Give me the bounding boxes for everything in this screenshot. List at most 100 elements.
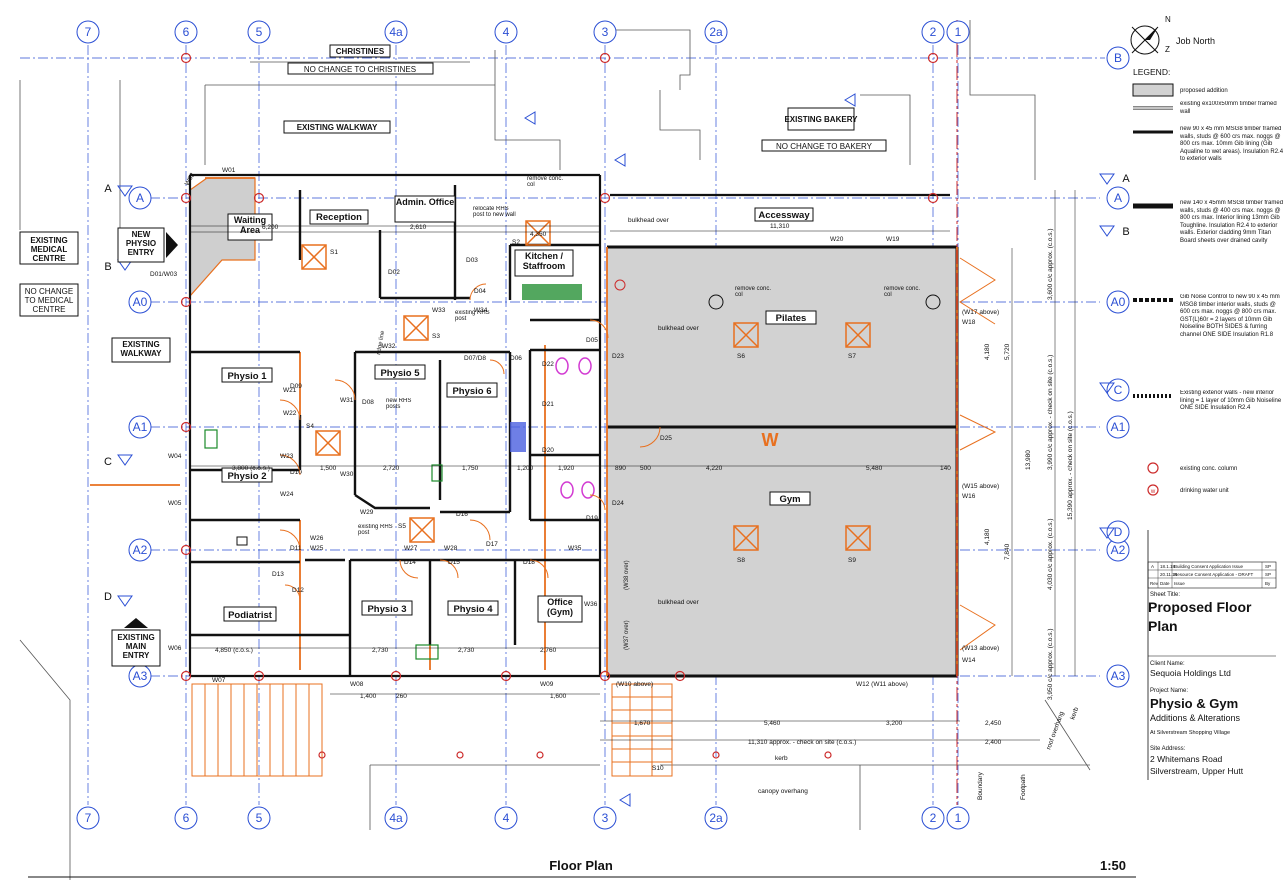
project-label: Project Name: <box>1150 688 1188 694</box>
tag-w07: W07 <box>212 677 226 684</box>
svg-text:w: w <box>1150 489 1156 495</box>
sheet-title: Proposed Floor Plan <box>1148 599 1252 634</box>
legend-item-90x45: new 90 x 45 mm MSG8 timber framed walls,… <box>1180 126 1284 162</box>
grid-col-7-top: 7 <box>85 25 92 39</box>
legend-swatch-proposed <box>1132 83 1174 97</box>
grid-row-c-right: C <box>1114 383 1123 397</box>
tag-w16: W16 <box>962 493 976 500</box>
grid-col-5-top: 5 <box>256 25 263 39</box>
tag-d07: D07/D8 <box>464 355 486 362</box>
tag-w28: W28 <box>444 545 458 552</box>
svg-text:Z: Z <box>1165 45 1170 54</box>
dimension-lines <box>190 190 1076 741</box>
tag-d17: D17 <box>486 541 498 548</box>
grid-row-a0-left: A0 <box>133 295 148 309</box>
bracing-east <box>959 257 997 651</box>
dim-2760: 2,760 <box>540 647 557 654</box>
tag-d15: D15 <box>448 559 460 566</box>
legend-item-exterior: Existing exterior walls - new interior l… <box>1180 390 1282 411</box>
entry-arrow-icon <box>166 232 178 258</box>
dim-1670: 1,670 <box>634 720 651 727</box>
row-letter-b-right: B <box>1122 226 1129 238</box>
tag-d05: D05 <box>586 337 598 344</box>
dim-1600: 1,600 <box>550 693 567 700</box>
dim-1400: 1,400 <box>360 693 377 700</box>
tag-w31: W31 <box>340 397 354 404</box>
skylights <box>301 220 871 551</box>
tag-s6: S6 <box>737 353 745 360</box>
dim-2400: 2,400 <box>985 739 1002 746</box>
room-physio6: Physio 6 <box>452 386 491 397</box>
fixtures <box>204 284 595 660</box>
grid-row-a2-left: A2 <box>133 543 148 557</box>
tag-w26: W26 <box>310 535 324 542</box>
drawing-title: Floor Plan <box>549 858 613 873</box>
tag-w15: (W15 above) <box>962 483 999 490</box>
tag-w10: (W10 above) <box>616 681 653 688</box>
tag-w17: (W17 above) <box>962 309 999 316</box>
tag-d06: D06 <box>510 355 522 362</box>
dim-3800: 3,800 (c.o.s.) <box>232 465 270 472</box>
dim-500: 500 <box>640 465 651 472</box>
tag-d14: D14 <box>404 559 416 566</box>
dim-4220: 4,220 <box>706 465 723 472</box>
room-waiting: Waiting Area <box>233 215 267 235</box>
tag-d09: D09 <box>290 383 302 390</box>
dim-2720: 2,720 <box>383 465 400 472</box>
grid-bubbles <box>76 20 1130 830</box>
legend-item-140x45: new 140 x 45mm MSG8 timber framed walls,… <box>1180 200 1284 244</box>
footer: Floor Plan 1:50 <box>28 858 1136 878</box>
concrete-columns <box>180 52 939 759</box>
dim-15390: 15,390 approx. - check on site (c.o.s.) <box>1067 411 1074 520</box>
row-letter-a-right: A <box>1122 173 1130 185</box>
new-physio-entry-label: NEW PHYSIO ENTRY <box>125 230 157 257</box>
tag-w36: W36 <box>584 601 598 608</box>
tag-d19: D19 <box>586 515 598 522</box>
dim-5720: 5,720 <box>1004 343 1011 360</box>
tag-w22: W22 <box>283 410 297 417</box>
tag-d03: D03 <box>466 257 478 264</box>
no-change-medical-label: NO CHANGE TO MEDICAL CENTRE <box>24 287 74 314</box>
grid-col-3-top: 3 <box>602 25 609 39</box>
tag-d25: D25 <box>660 435 672 442</box>
tag-w27: W27 <box>404 545 418 552</box>
column-legend-icon <box>1147 462 1159 474</box>
tag-d18: D18 <box>523 559 535 566</box>
tag-w19: W19 <box>886 236 900 243</box>
tag-w35: W35 <box>568 545 582 552</box>
rev-b-issue: Resource Consent Application - DRAFT <box>1174 572 1254 577</box>
tag-w04: W04 <box>168 453 182 460</box>
grid-col-2-bottom: 2 <box>930 811 937 825</box>
issue-header: Issue <box>1174 581 1185 586</box>
dim-1920: 1,920 <box>558 465 575 472</box>
tag-w23: W23 <box>280 453 294 460</box>
dim-5480: 5,480 <box>866 465 883 472</box>
tag-d10: D10 <box>290 469 302 476</box>
grid-col-4a-bottom: 4a <box>389 811 403 825</box>
dim-2610: 2,610 <box>410 224 427 231</box>
dim-4850: 4,850 (c.o.s.) <box>215 647 253 654</box>
rev-a: A <box>1151 564 1154 569</box>
rev-a-date: 18.1.18 <box>1160 564 1176 569</box>
canopy-label: canopy overhang <box>758 788 808 795</box>
tag-w06: W06 <box>168 645 182 652</box>
room-physio1: Physio 1 <box>227 371 267 382</box>
row-letter-c-left: C <box>104 456 112 468</box>
tag-w21: W21 <box>283 387 297 394</box>
tag-d24: D24 <box>612 500 624 507</box>
dim-4030: 4,030 c/c approx. (c.o.s.) <box>1047 518 1054 590</box>
tag-w01: W01 <box>222 167 236 174</box>
grid-col-1-top: 1 <box>955 25 962 39</box>
tag-d04: D04 <box>474 288 486 295</box>
dim-11310: 11,310 <box>770 223 790 230</box>
tag-w18: W18 <box>962 319 976 326</box>
title-block: A 18.1.18 Building Consent Application I… <box>1147 530 1277 780</box>
project-location: At Silverstream Shopping Village <box>1150 730 1230 736</box>
grid-col-4a-top: 4a <box>389 25 403 39</box>
grid-col-6-bottom: 6 <box>183 811 190 825</box>
room-labels: Waiting Area Reception Admin. Office Kit… <box>221 195 817 623</box>
dim-4180b: 4,180 <box>984 528 991 545</box>
room-kitchen: Kitchen / Staffroom <box>522 251 566 271</box>
rev-b-by: SP <box>1265 572 1271 577</box>
client-label: Client Name: <box>1150 661 1185 667</box>
